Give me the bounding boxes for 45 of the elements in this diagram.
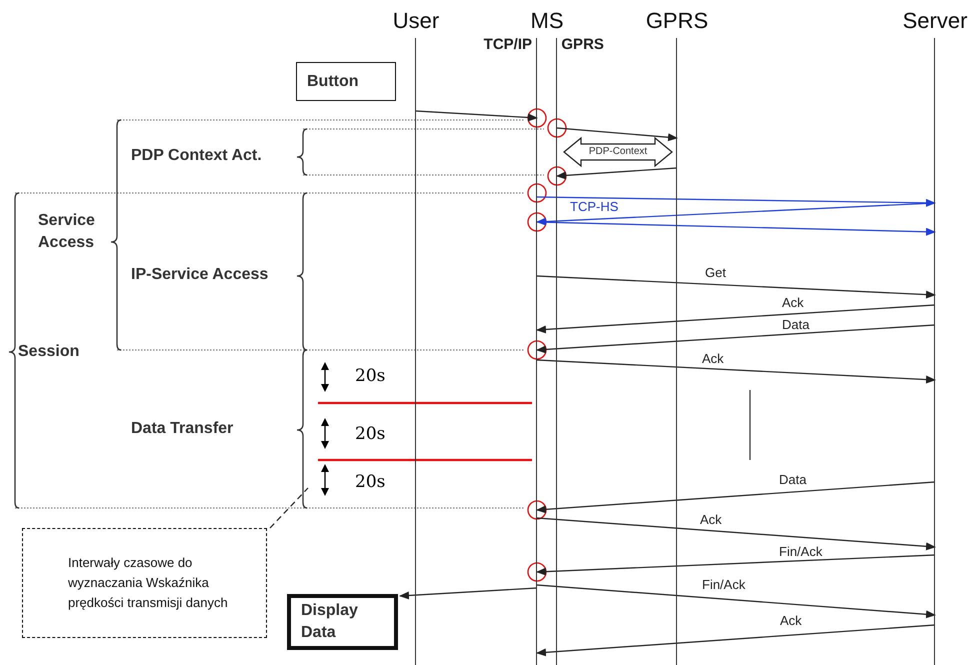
phase-label: PDP Context Act. [131, 147, 262, 165]
message-arrow [556, 167, 678, 180]
interval-label: 20s [355, 424, 386, 444]
phase-label: Data Transfer [131, 420, 234, 438]
process-box: Display Data [287, 594, 398, 650]
message-arrow [536, 584, 936, 618]
message-arrow [537, 196, 936, 207]
message-arrow [536, 304, 936, 334]
participant-label: TCP/IP [484, 36, 532, 53]
message-label: Data [780, 318, 812, 332]
message-arrow [536, 554, 936, 576]
phase-label: IP-Service Access [131, 266, 268, 284]
double-arrow-shape: PDP-Context [563, 137, 673, 167]
participant-label: GPRS [646, 8, 708, 33]
message-arrow [536, 517, 936, 550]
message-arrow [399, 587, 538, 600]
message-label: Get [703, 266, 728, 280]
interval-label: 20s [355, 472, 386, 492]
message-label: Fin/Ack [700, 578, 748, 592]
button-box: Button [296, 62, 396, 101]
participant-label: User [392, 8, 440, 33]
phase-label: Session [18, 343, 80, 361]
message-arrow [536, 481, 936, 514]
participant-label: Server [902, 8, 968, 33]
message-label: Ack [778, 614, 804, 628]
participant-label: MS [530, 8, 564, 33]
message-arrow [536, 202, 936, 226]
participant-label: GPRS [561, 36, 604, 53]
note-box: Interwały czasowe do wyznaczania Wskaźnika prędkości transmisji danych [22, 528, 267, 638]
message-arrow [536, 221, 936, 236]
message-label: Ack [700, 352, 726, 366]
message-arrow [536, 359, 936, 384]
interval-label: 20s [355, 366, 386, 386]
message-arrow [536, 275, 936, 299]
message-label: Ack [780, 296, 806, 310]
message-label: Ack [698, 513, 724, 527]
message-arrow [536, 624, 936, 656]
leader-line [270, 488, 308, 528]
phase-label: Service Access [38, 211, 96, 253]
message-arrow [556, 127, 678, 142]
message-arrow [536, 324, 936, 354]
message-label: Data [777, 473, 808, 487]
message-label: TCP-HS [568, 200, 620, 214]
message-label: Fin/Ack [777, 545, 824, 559]
message-arrow [416, 110, 538, 122]
